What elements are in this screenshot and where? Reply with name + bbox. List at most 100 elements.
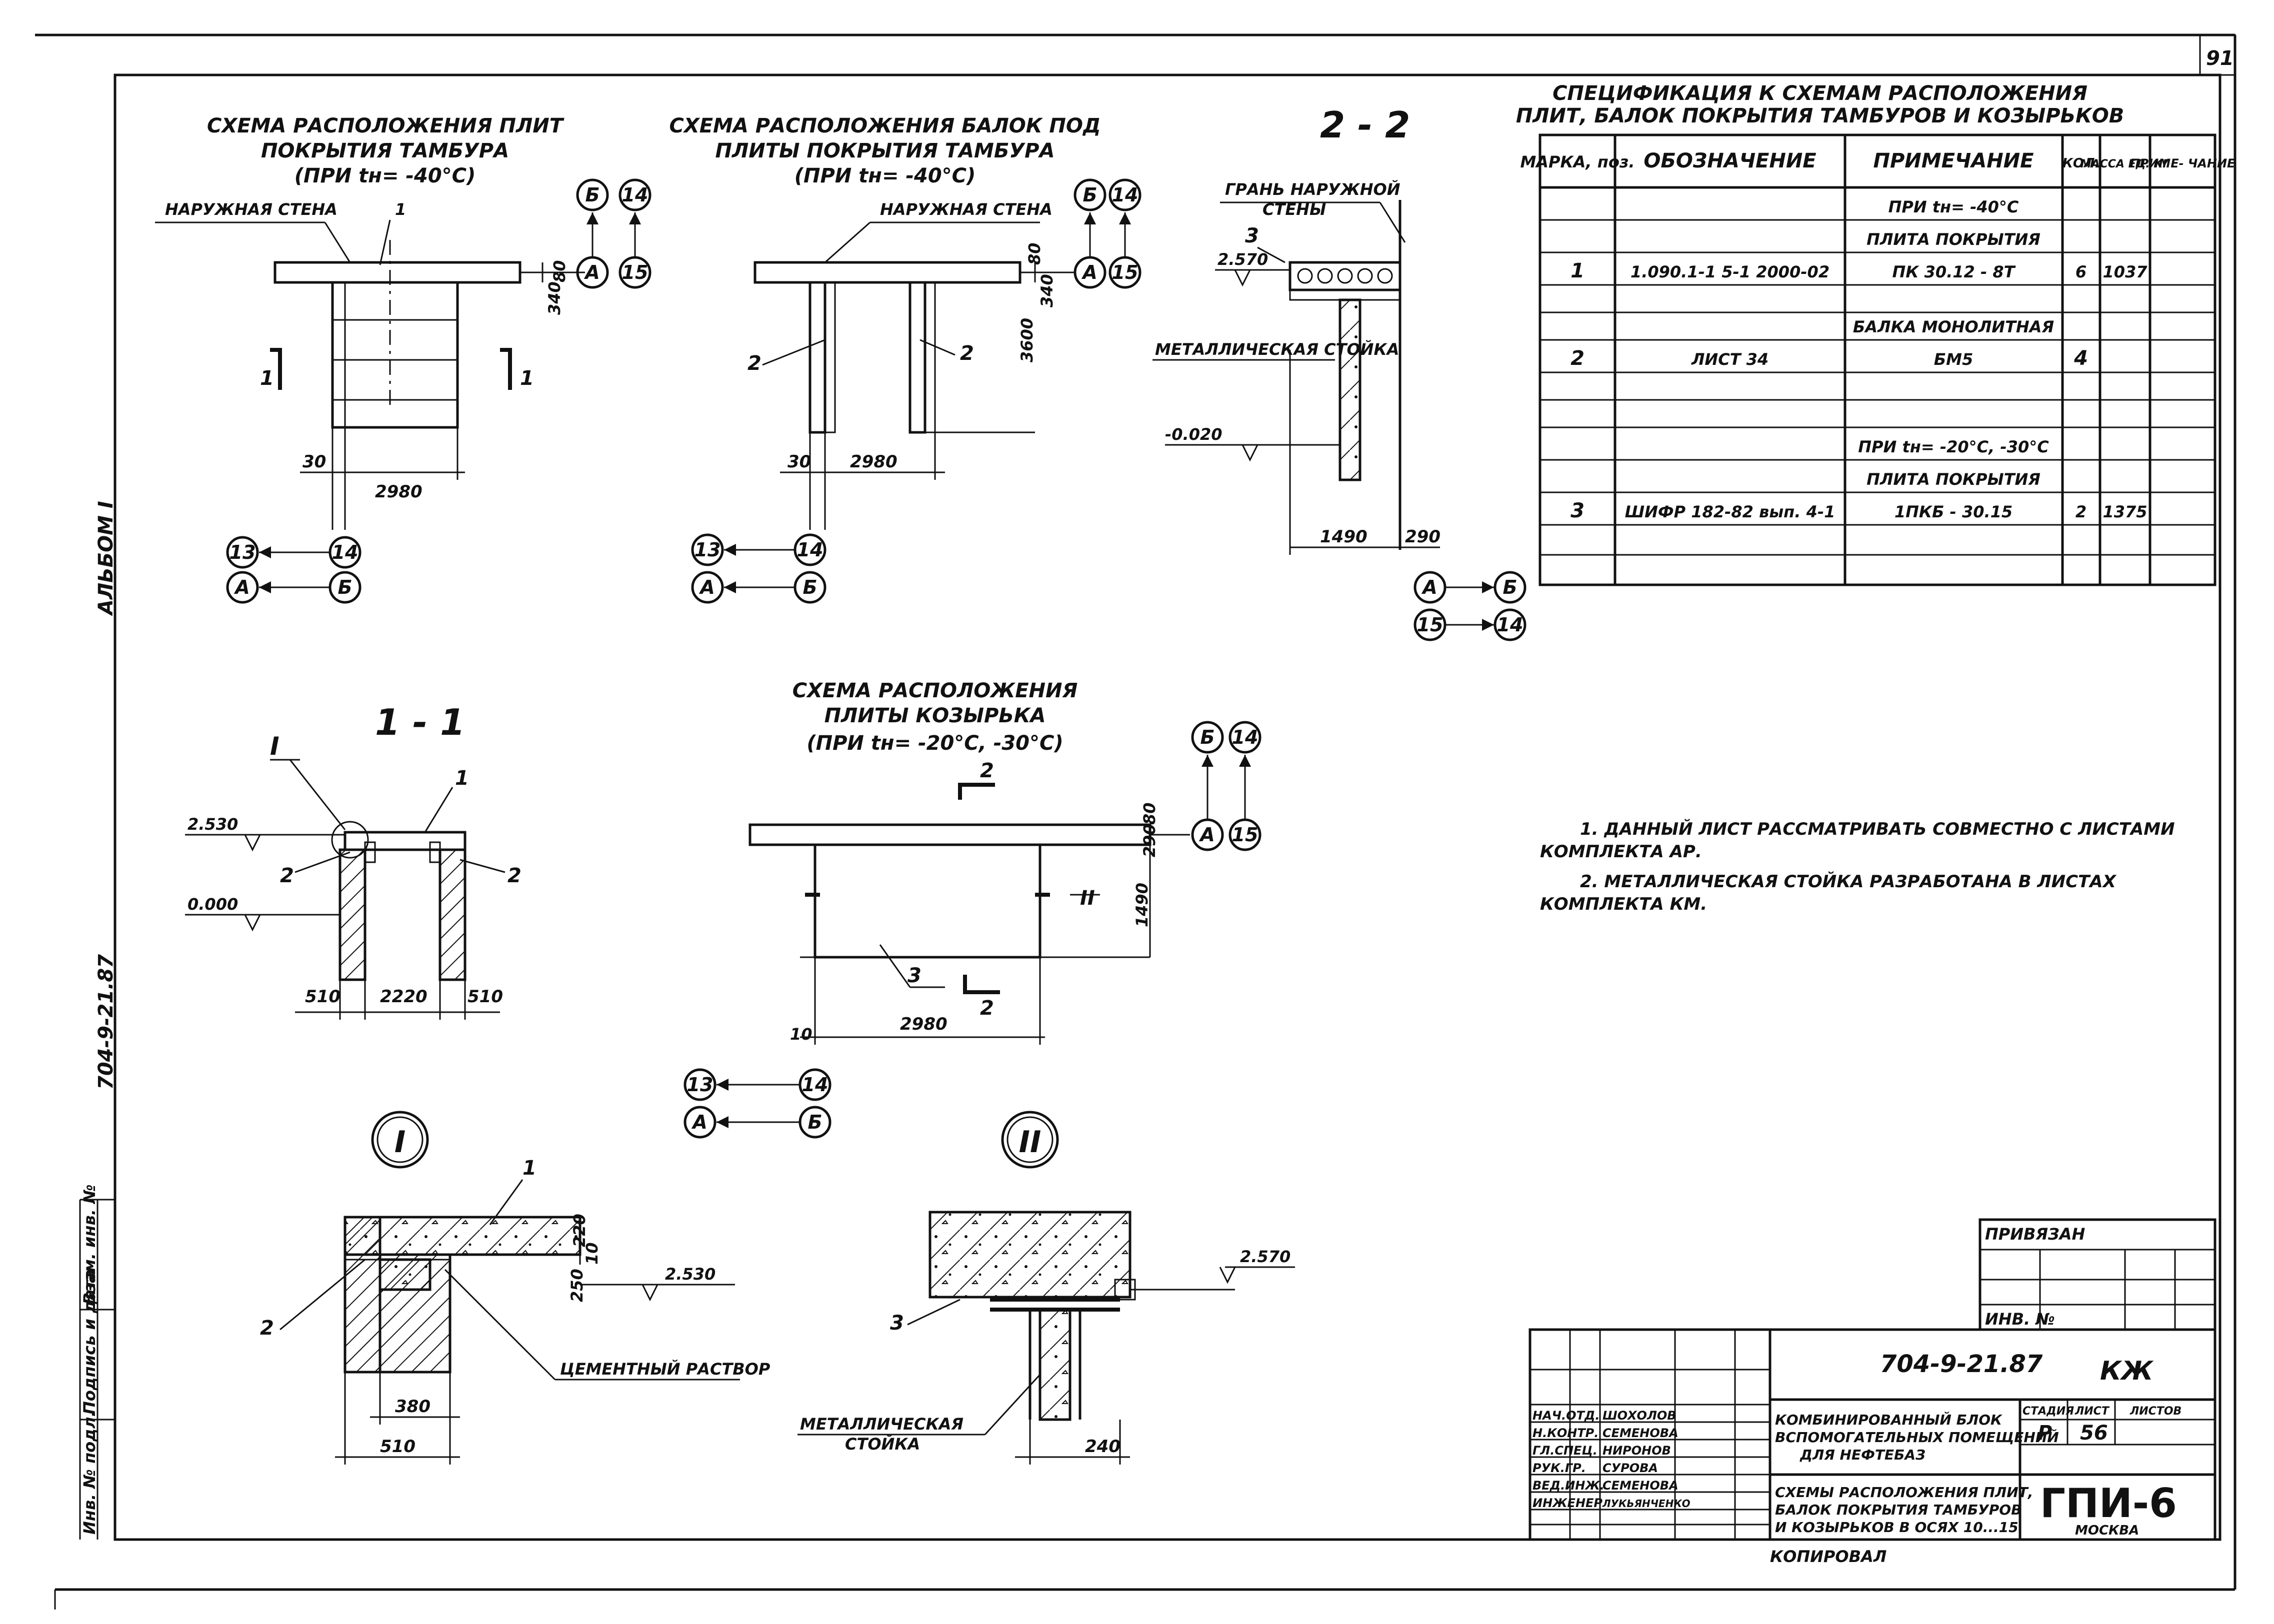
s3-axis-a-bottom: А xyxy=(691,1111,707,1133)
section-2-2-mark: 3 xyxy=(1245,224,1259,247)
s1-axis-14: 14 xyxy=(332,541,358,563)
tb-privyazan: ПРИВЯЗАН xyxy=(1985,1225,2086,1244)
section-2-2-dim-290: 290 xyxy=(1405,527,1440,547)
sheet-frame: 91 xyxy=(35,33,2236,1610)
tb-name-4: СУРОВА xyxy=(1602,1461,1658,1475)
s1-axis-a-bottom: А xyxy=(234,576,250,598)
scheme-1-roof-slabs: СХЕМА РАСПОЛОЖЕНИЯ ПЛИТ ПОКРЫТИЯ ТАМБУРА… xyxy=(155,114,652,604)
section-1-1-dim-510a: 510 xyxy=(305,987,340,1007)
scheme-2-title-2: ПЛИТЫ ПОКРЫТИЯ ТАМБУРА xyxy=(716,139,1055,162)
tb-object-2: ВСПОМОГАТЕЛЬНЫХ ПОМЕЩЕНИЙ xyxy=(1775,1429,2059,1446)
side-stamp-sign: Подпись и дата xyxy=(80,1269,99,1415)
tb-object-3: ДЛЯ НЕФТЕБАЗ xyxy=(1800,1447,1926,1463)
s3-axis-b-top: Б xyxy=(1200,726,1215,748)
scheme-3-dim-2980: 2980 xyxy=(900,1014,948,1034)
spec-cell: 6 xyxy=(2076,262,2086,281)
scheme-1-title-2: ПОКРЫТИЯ ТАМБУРА xyxy=(261,139,509,162)
section-1-1-node: I xyxy=(270,732,280,761)
side-project-code: 704-9-21.87 xyxy=(94,954,118,1090)
spec-cell: 1375 xyxy=(2102,502,2147,521)
scheme-3-cut-top: 2 xyxy=(980,759,994,782)
s1-axis-b-bottom: Б xyxy=(338,576,352,598)
s2-axis-b-bottom: Б xyxy=(803,576,818,598)
spec-cell: 1ПКБ - 30.15 xyxy=(1894,502,2012,521)
s22-axis-a: А xyxy=(1421,576,1437,598)
spec-cell: ПК 30.12 - 8Т xyxy=(1892,262,2016,281)
s1-axis-15: 15 xyxy=(622,261,648,283)
s2-axis-14-top: 14 xyxy=(1112,184,1138,206)
scheme-3-mark: 3 xyxy=(908,964,922,987)
scheme-2-dim-3600: 3600 xyxy=(1018,318,1036,362)
spec-cell: ПРИ tн= -40°С xyxy=(1888,197,2019,216)
node-II-dim-240: 240 xyxy=(1085,1437,1120,1457)
s3-axis-13: 13 xyxy=(687,1074,714,1096)
scheme-3-cut-bottom: 2 xyxy=(980,997,994,1020)
scheme-2-dim-2980: 2980 xyxy=(850,452,898,472)
scheme-1-cut-right: 1 xyxy=(520,367,534,390)
section-1-1-level-zero: 0.000 xyxy=(188,895,238,914)
section-1-1-dim-510b: 510 xyxy=(468,987,503,1007)
s1-axis-a: А xyxy=(584,261,600,283)
s2-axis-14: 14 xyxy=(797,539,824,561)
tb-drawing-2: БАЛОК ПОКРЫТИЯ ТАМБУРОВ xyxy=(1775,1502,2022,1518)
spec-title-2: ПЛИТ, БАЛОК ПОКРЫТИЯ ТАМБУРОВ И КОЗЫРЬКО… xyxy=(1516,104,2124,127)
scheme-1-title-1: СХЕМА РАСПОЛОЖЕНИЯ ПЛИТ xyxy=(207,114,564,137)
section-2-2-dim-1490: 1490 xyxy=(1320,527,1368,547)
tb-set: КЖ xyxy=(2100,1356,2154,1386)
tb-name-3: НИРОНОВ xyxy=(1602,1444,1671,1458)
node-I-dim-250: 250 xyxy=(568,1269,586,1302)
tb-city: МОСКВА xyxy=(2075,1523,2139,1538)
node-I-cement: ЦЕМЕНТНЫЙ РАСТВОР xyxy=(560,1360,770,1379)
tb-role-1: НАЧ.ОТД. xyxy=(1532,1409,1600,1423)
note-2a: 2. МЕТАЛЛИЧЕСКАЯ СТОЙКА РАЗРАБОТАНА В ЛИ… xyxy=(1580,871,2117,892)
tb-org: ГПИ-6 xyxy=(2040,1480,2177,1527)
node-I-mark-2: 2 xyxy=(260,1317,274,1340)
tb-sheet: 56 xyxy=(2080,1422,2108,1445)
node-I-dim-10: 10 xyxy=(582,1242,602,1265)
scheme-3-dim-290: 290 xyxy=(1140,824,1159,857)
scheme-2-outer-wall: НАРУЖНАЯ СТЕНА xyxy=(880,200,1052,219)
spec-row-lines xyxy=(1540,219,2215,556)
scheme-1-mark: 1 xyxy=(395,200,406,219)
section-2-2-title: 2 - 2 xyxy=(1320,104,1410,146)
tb-stage-h: СТАДИЯ xyxy=(2022,1405,2074,1418)
scheme-2-dim-30: 30 xyxy=(788,452,811,472)
scheme-3-dim-10: 10 xyxy=(790,1025,812,1044)
scheme-1-dim-80: 80 xyxy=(550,260,569,282)
spec-cell: 1.090.1-1 5-1 2000-02 xyxy=(1630,262,1830,281)
spec-cell: ШИФР 182-82 вып. 4-1 xyxy=(1625,502,1836,521)
node-I-dim-380: 380 xyxy=(395,1397,430,1417)
s3-axis-a: А xyxy=(1198,824,1214,846)
scheme-3-title-2: ПЛИТЫ КОЗЫРЬКА xyxy=(824,704,1046,727)
sheet-number: 91 xyxy=(2206,47,2234,70)
spec-cell: ПЛИТА ПОКРЫТИЯ xyxy=(1866,230,2040,249)
spec-cell: ПЛИТА ПОКРЫТИЯ xyxy=(1866,470,2040,489)
node-I-level: 2.530 xyxy=(665,1265,716,1284)
s1-axis-13: 13 xyxy=(230,541,256,563)
tb-inv: ИНВ. № xyxy=(1985,1310,2055,1329)
spec-h-qty: КОЛ. xyxy=(2062,156,2100,171)
scheme-3-node: II xyxy=(1080,887,1095,910)
scheme-1-dim-30: 30 xyxy=(302,452,326,472)
notes: 1. ДАННЫЙ ЛИСТ РАССМАТРИВАТЬ СОВМЕСТНО С… xyxy=(1540,819,2175,914)
scheme-3-canopy: СХЕМА РАСПОЛОЖЕНИЯ ПЛИТЫ КОЗЫРЬКА (ПРИ t… xyxy=(684,679,1262,1139)
spec-cell: БМ5 xyxy=(1934,350,1974,369)
node-I-dim-220: 220 xyxy=(570,1214,589,1247)
spec-h-mass: МАССА ЕД. КГ xyxy=(2080,158,2170,170)
node-II-mark-3: 3 xyxy=(890,1312,904,1335)
scheme-3-title-1: СХЕМА РАСПОЛОЖЕНИЯ xyxy=(792,679,1078,702)
tb-drawing-1: СХЕМЫ РАСПОЛОЖЕНИЯ ПЛИТ, xyxy=(1775,1484,2033,1501)
album-label: АЛЬБОМ I xyxy=(94,501,118,616)
tb-sheets-h: ЛИСТОВ xyxy=(2130,1405,2182,1418)
s1-axis-14-top: 14 xyxy=(622,184,648,206)
note-1a: 1. ДАННЫЙ ЛИСТ РАССМАТРИВАТЬ СОВМЕСТНО С… xyxy=(1580,819,2175,839)
scheme-2-title-3: (ПРИ tн= -40°С) xyxy=(794,164,976,187)
spec-title-1: СПЕЦИФИКАЦИЯ К СХЕМАМ РАСПОЛОЖЕНИЯ xyxy=(1552,82,2088,105)
tb-code: 704-9-21.87 xyxy=(1880,1350,2043,1378)
section-1-1-dim-2220: 2220 xyxy=(380,987,428,1007)
tb-role-6: ИНЖЕНЕР xyxy=(1532,1496,1602,1510)
node-I-dim-510: 510 xyxy=(380,1437,416,1457)
tb-object-1: КОМБИНИРОВАННЫЙ БЛОК xyxy=(1775,1411,2003,1428)
scheme-2-title-1: СХЕМА РАСПОЛОЖЕНИЯ БАЛОК ПОД xyxy=(670,114,1101,137)
